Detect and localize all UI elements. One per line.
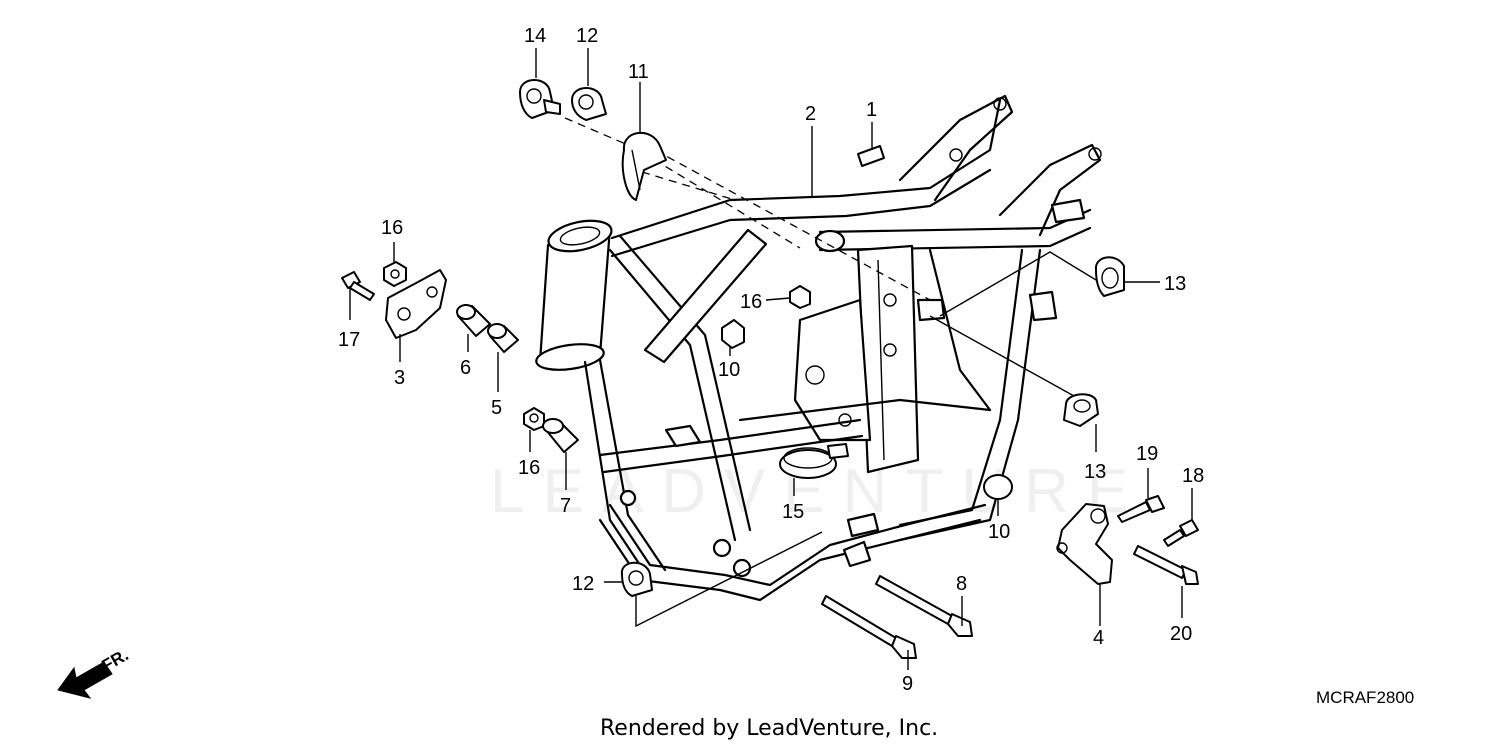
callout-8: 8 [956,573,967,595]
callout-10-lower: 10 [988,521,1010,543]
part-13-clamp-lower[interactable] [1063,393,1099,427]
callout-16-middle: 16 [518,457,540,479]
callout-18: 18 [1182,465,1204,487]
part-6-collar[interactable] [456,304,491,337]
part-4-bracket[interactable] [1056,503,1113,585]
callout-10-upper: 10 [718,359,740,381]
callout-1: 1 [866,99,877,121]
part-5-collar[interactable] [487,323,519,353]
callout-11: 11 [628,61,649,83]
part-7-collar[interactable] [542,418,579,453]
diagram-code: MCRAF2800 [1316,688,1415,707]
callout-6: 6 [460,357,471,379]
footer-credit: Rendered by LeadVenture, Inc. [600,716,939,741]
part-8-bolt[interactable] [875,575,973,637]
callout-7: 7 [560,495,571,517]
callout-19: 19 [1136,443,1158,465]
part-12-clamp-lower[interactable] [620,561,653,597]
part-14-clamp[interactable] [519,79,561,119]
main-frame[interactable] [535,94,1102,602]
callout-20: 20 [1170,623,1192,645]
callout-12-upper: 12 [576,25,598,47]
part-9-bolt[interactable] [821,595,917,659]
callout-3: 3 [394,367,405,389]
callout-12-lower: 12 [572,573,594,595]
part-19-bolt[interactable] [1117,495,1165,523]
part-18-bolt[interactable] [1163,519,1199,547]
part-20-bolt[interactable] [1133,545,1199,585]
callout-2: 2 [805,103,816,125]
part-11-band[interactable] [621,131,667,201]
part-3-bracket[interactable] [385,269,447,339]
callout-9: 9 [902,673,913,695]
callout-4: 4 [1093,627,1104,649]
callout-numbers: 1 2 3 4 5 6 7 8 9 10 10 11 12 12 13 13 1… [338,25,1204,695]
part-12-clamp-upper[interactable] [571,87,607,121]
part-16-nut-upper[interactable] [383,261,407,287]
callout-5: 5 [491,397,502,419]
part-17-bolt[interactable] [341,271,375,301]
callout-15: 15 [782,501,804,523]
callout-17: 17 [338,329,360,351]
callout-14: 14 [524,25,546,47]
callout-16-upper: 16 [381,217,403,239]
front-direction-arrow: FR. [57,645,132,699]
part-15-band[interactable] [779,443,849,479]
part-1-label-plate[interactable] [857,145,885,167]
part-10-cap-lower[interactable] [983,474,1013,500]
callout-13-lower: 13 [1084,461,1106,483]
callout-16-frame: 16 [740,291,762,313]
leader-lines [349,48,1193,670]
part-16-nut-frame[interactable] [789,285,811,309]
part-13-clamp-upper[interactable] [1094,256,1125,297]
part-16-nut-middle[interactable] [523,407,545,431]
callout-13-upper: 13 [1164,273,1186,295]
part-10-grommet-upper[interactable] [721,319,745,349]
